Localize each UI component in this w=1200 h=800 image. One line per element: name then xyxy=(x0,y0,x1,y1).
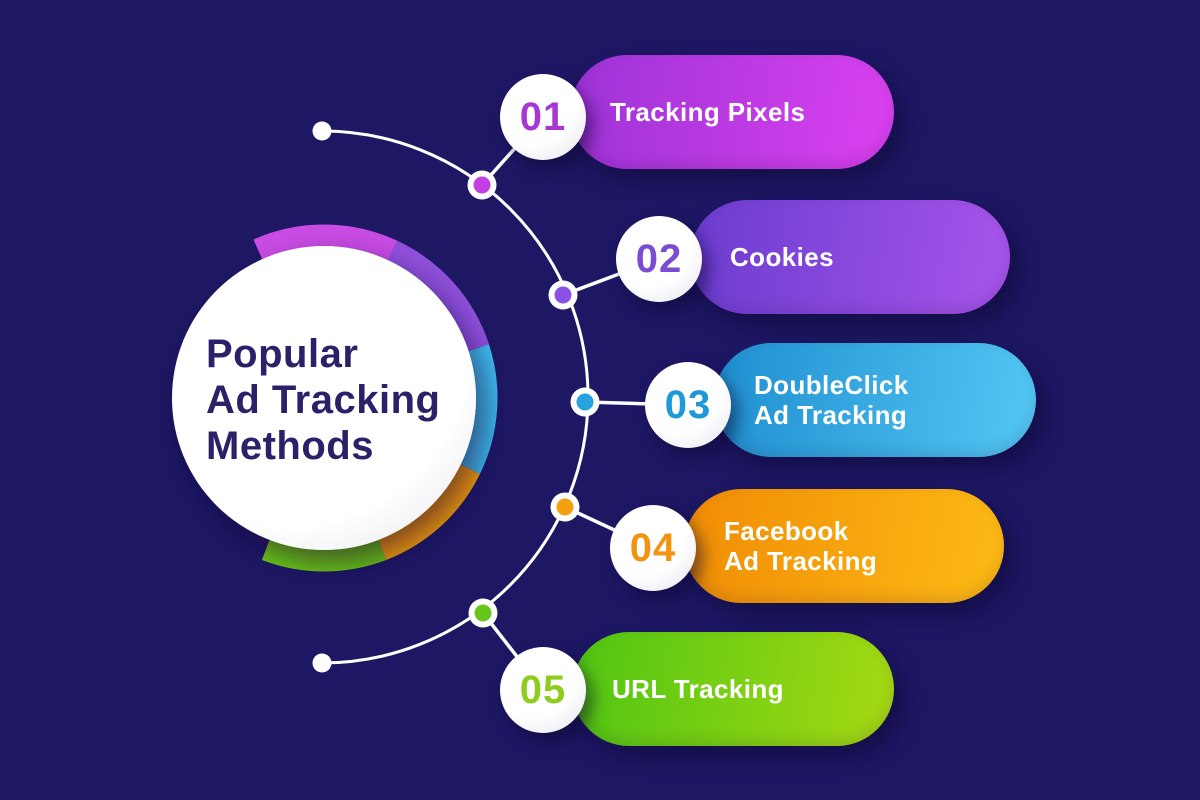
ring-segment-5 xyxy=(261,534,387,572)
step-pill-doubleclick: DoubleClick Ad Tracking xyxy=(714,343,1036,457)
step-label-line: URL Tracking xyxy=(612,674,784,704)
connector-dot-2 xyxy=(548,280,578,310)
step-pill-tracking-pixels: Tracking Pixels xyxy=(570,55,894,169)
ring-segment-3 xyxy=(455,344,498,475)
step-label-line: Ad Tracking xyxy=(754,400,908,430)
ring-segment-1 xyxy=(253,224,398,266)
step-label-line: Ad Tracking xyxy=(724,546,878,576)
step-number: 03 xyxy=(664,382,712,427)
ring-segment-2 xyxy=(385,240,490,354)
step-label-line: Cookies xyxy=(730,242,834,272)
title-line-2: Ad Tracking xyxy=(206,378,441,422)
step-number: 05 xyxy=(519,667,567,712)
segmented-ring xyxy=(253,224,498,572)
step-label-line: DoubleClick xyxy=(754,370,909,400)
connector-dot-4 xyxy=(550,492,580,522)
ring-segment-4 xyxy=(376,461,480,561)
title-line-3: Methods xyxy=(206,424,374,468)
connector-dot-5 xyxy=(468,598,498,628)
page-title: Popular Ad Tracking Methods xyxy=(206,331,440,469)
step-label-line: Facebook xyxy=(724,516,849,546)
step-circle-2: 02 xyxy=(616,216,702,302)
connector-dot-1 xyxy=(467,170,497,200)
center-circle xyxy=(172,246,476,550)
step-circle-1: 01 xyxy=(500,74,586,160)
arc-endpoint-dot-bottom xyxy=(312,653,332,673)
step-circle-5: 05 xyxy=(500,647,586,733)
step-number: 04 xyxy=(629,525,677,570)
step-pill-facebook: Facebook Ad Tracking xyxy=(684,489,1004,603)
step-circle-4: 04 xyxy=(610,505,696,591)
step-circle-3: 03 xyxy=(645,362,731,448)
title-line-1: Popular xyxy=(206,332,359,376)
arc-node-dots xyxy=(467,170,600,628)
step-number: 02 xyxy=(635,236,683,281)
step-pill-url-tracking: URL Tracking xyxy=(572,632,894,746)
step-pill-cookies: Cookies xyxy=(690,200,1010,314)
connector-dot-3 xyxy=(570,387,600,417)
arc-endpoint-dot-top xyxy=(312,121,332,141)
step-number: 01 xyxy=(519,94,567,139)
step-label-line: Tracking Pixels xyxy=(610,97,806,127)
